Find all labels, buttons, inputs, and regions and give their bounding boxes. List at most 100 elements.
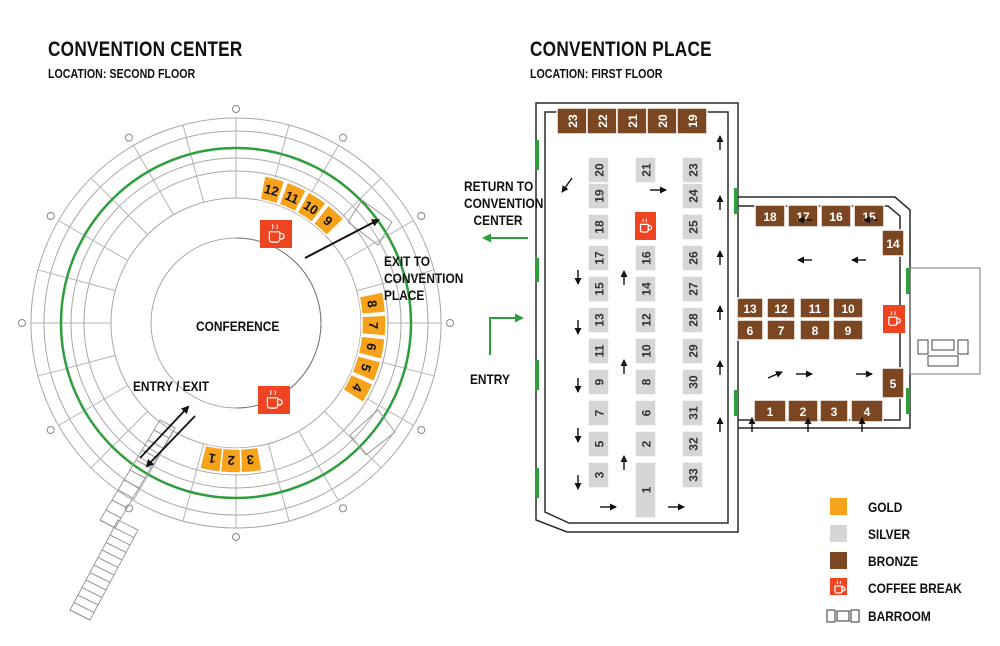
silver-booth: 5 [587, 430, 610, 458]
silver-booth: 27 [681, 275, 704, 303]
bronze-booth-label: 3 [831, 405, 838, 419]
bronze-booth: 18 [754, 204, 786, 228]
silver-booth: 11 [587, 337, 610, 365]
silver-booth-label: 28 [687, 313, 701, 327]
exit-to-convention-place-label: EXIT TO CONVENTION PLACE [384, 253, 463, 304]
barroom-sofa-icon [826, 609, 860, 623]
bronze-booth: 19 [676, 107, 708, 135]
silver-booth: 17 [587, 244, 610, 272]
bronze-swatch [830, 552, 847, 569]
bronze-booth: 6 [736, 319, 764, 341]
silver-booth-label: 11 [593, 344, 607, 357]
coffee-break-icon [635, 212, 656, 240]
bronze-booth-label: 21 [626, 114, 640, 128]
bronze-booth: 11 [799, 297, 831, 319]
gold-booth: 9 [312, 203, 345, 237]
silver-booth: 20 [587, 156, 610, 184]
bronze-booth-label: 16 [829, 210, 843, 224]
silver-booth-label: 23 [687, 163, 701, 177]
flow-arrow [561, 177, 573, 193]
barroom-sofa-icon [917, 339, 969, 367]
bronze-booth-label: 13 [743, 302, 757, 316]
gold-booth: 4 [341, 373, 375, 404]
bronze-booth-label: 1 [767, 405, 774, 419]
bronze-booth-label: 11 [809, 302, 822, 316]
bronze-booth: 21 [616, 107, 648, 135]
return-label-line-3: CENTER [473, 212, 523, 228]
silver-booth: 15 [587, 275, 610, 303]
gold-booth: 6 [357, 335, 387, 361]
convention-place-title: CONVENTION PLACE [530, 38, 712, 61]
bronze-booth-label: 23 [566, 114, 580, 128]
silver-booth: 7 [587, 399, 610, 427]
gold-booth-label: 2 [227, 453, 235, 468]
gold-booth: 11 [278, 181, 308, 213]
silver-booth-label: 2 [640, 440, 654, 447]
coffee-break-icon [883, 305, 905, 333]
silver-booth-label: 33 [687, 468, 701, 482]
silver-booth: 26 [681, 244, 704, 272]
bronze-booth: 22 [586, 107, 618, 135]
entry-exit-label: ENTRY / EXIT [133, 378, 210, 394]
gold-booth: 2 [219, 447, 243, 474]
silver-booth: 3 [587, 461, 610, 489]
gold-booth: 12 [259, 174, 286, 205]
bronze-booth-label: 15 [862, 210, 876, 224]
flow-arrow [767, 371, 783, 379]
silver-booth-label: 6 [640, 409, 654, 416]
bronze-booth-label: 2 [800, 405, 807, 419]
bronze-booth-label: 14 [886, 237, 900, 251]
bronze-booth-label: 7 [778, 324, 785, 338]
conference-label: CONFERENCE [196, 318, 280, 334]
entry-green-arrow [489, 313, 524, 355]
gold-booth: 10 [296, 190, 328, 224]
gold-booth-label: 5 [358, 362, 375, 374]
silver-booth-label: 7 [593, 409, 607, 416]
silver-booth-label: 20 [593, 163, 607, 177]
silver-booth-label: 13 [593, 313, 607, 327]
coffee-cup-icon [830, 578, 847, 595]
silver-booth: 24 [681, 182, 704, 210]
bronze-booth: 8 [799, 319, 831, 341]
bronze-booth-label: 19 [686, 114, 700, 128]
coffee-break-icon [258, 386, 290, 414]
silver-booth-label: 17 [593, 251, 607, 265]
silver-booth: 16 [634, 244, 657, 272]
silver-booth: 25 [681, 213, 704, 241]
convention-place-location: LOCATION: FIRST FLOOR [530, 66, 663, 81]
bronze-booth-label: 5 [890, 377, 897, 391]
silver-booth-label: 25 [687, 220, 701, 234]
bronze-booth: 23 [556, 107, 588, 135]
silver-booth-label: 3 [593, 471, 607, 478]
gold-booth-label: 6 [363, 342, 379, 352]
silver-booth-label: 16 [640, 251, 654, 265]
bronze-booth: 14 [881, 229, 905, 257]
gold-booth: 5 [351, 354, 382, 383]
silver-booth: 32 [681, 430, 704, 458]
silver-booth-label: 32 [687, 437, 701, 451]
silver-booth-label: 18 [593, 220, 607, 234]
gold-booth: 8 [358, 290, 387, 316]
bronze-booth: 3 [819, 399, 849, 423]
return-label-line-1: RETURN TO [464, 178, 534, 194]
bronze-booth: 16 [820, 204, 852, 228]
gold-booth-label: 3 [246, 452, 255, 468]
bronze-booth: 10 [832, 297, 864, 319]
silver-booth-label: 12 [640, 313, 654, 327]
silver-booth: 23 [681, 156, 704, 184]
return-label-line-2: CONVENTION [464, 195, 544, 211]
gold-booth-label: 7 [366, 322, 381, 329]
silver-booth: 9 [587, 368, 610, 396]
gold-booth-label: 11 [283, 188, 302, 207]
entry-arrow-out [145, 415, 196, 468]
bronze-booth: 4 [850, 399, 884, 423]
gold-booth-label: 1 [207, 450, 217, 466]
silver-booth: 1 [634, 461, 657, 519]
exit-arrow [304, 219, 380, 259]
green-door-marks [535, 140, 910, 498]
bronze-booth-label: 18 [763, 210, 777, 224]
gold-booth-label: 12 [263, 181, 281, 199]
silver-booth-label: 19 [593, 189, 607, 203]
bronze-booth: 2 [787, 399, 819, 423]
silver-booth: 13 [587, 306, 610, 334]
